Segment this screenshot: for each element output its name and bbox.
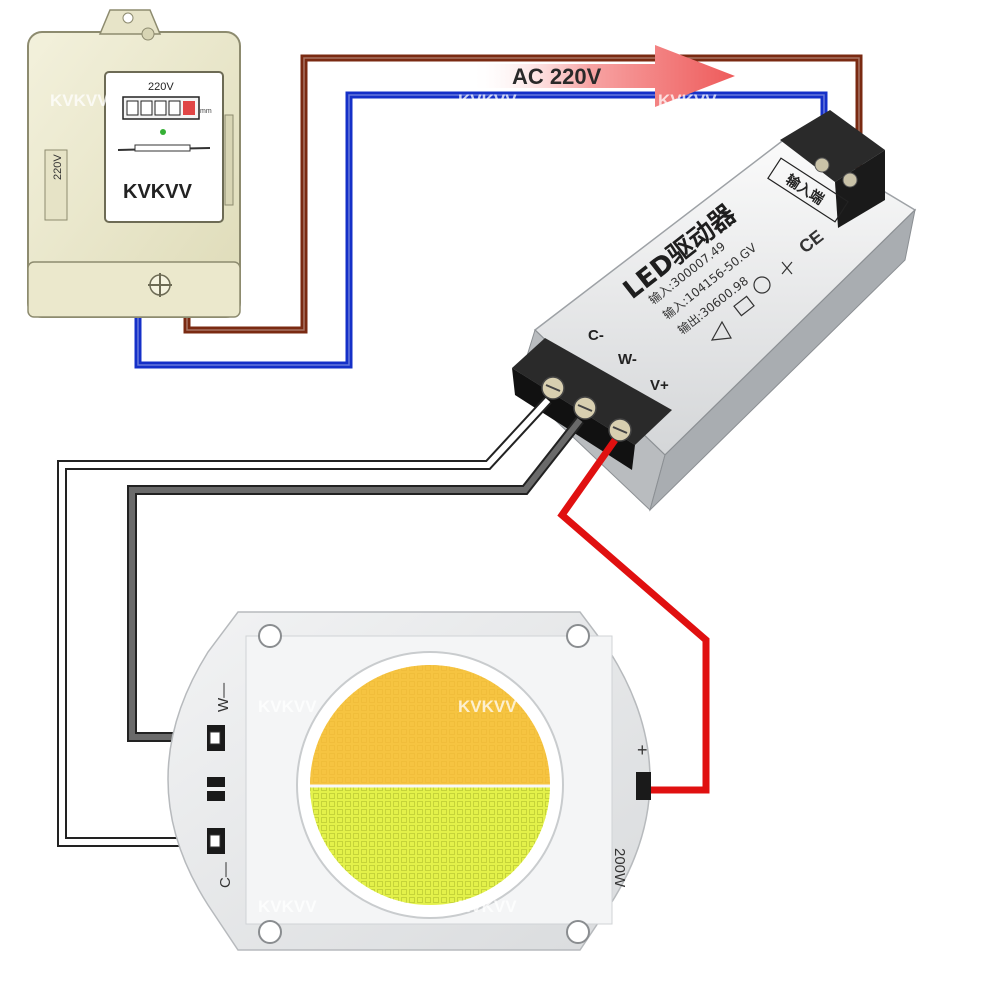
meter-voltage: 220V — [148, 81, 174, 93]
electric-meter: 220V 220V mm KVKVV — [27, 9, 241, 318]
watermark: KVKVV — [458, 697, 517, 716]
driver-terminal-v-label: V+ — [650, 377, 669, 394]
pad-positive — [636, 772, 651, 800]
ac-voltage-label: AC 220V — [512, 64, 602, 89]
mounting-holes — [258, 624, 590, 944]
chip-c-label: C— — [217, 862, 234, 888]
driver-output-terminal — [512, 338, 672, 470]
c-wire — [57, 396, 552, 847]
watermark: KVKVV — [258, 697, 317, 716]
watermark: KVKVV — [458, 493, 517, 512]
meter-brand: KVKVV — [123, 181, 193, 203]
cob-led-chip: W— C— + 200W — [167, 611, 651, 951]
driver-terminal-w-label: W- — [618, 351, 637, 368]
watermark: KVKVV — [50, 91, 109, 110]
watermarks: KVKVV KVKVV KVKVV KVKVV KVKVV KVKVV KVKV… — [50, 91, 717, 916]
positive-wire — [557, 437, 710, 794]
watermark: KVKVV — [658, 91, 717, 110]
watermark: KVKVV — [458, 91, 517, 110]
neutral-wire — [134, 91, 828, 369]
watermark: KVKVV — [458, 897, 517, 916]
watermark: KVKVV — [258, 897, 317, 916]
chip-w-label: W— — [215, 683, 232, 712]
meter-indicator-led — [160, 129, 166, 135]
driver-certification-icons — [710, 261, 793, 341]
chip-positive-label: + — [637, 740, 648, 760]
ac-direction-arrow: AC 220V — [470, 45, 735, 107]
led-driver: 输入端 LED驱动器 输入:300007.49 输入:104156-50.GV … — [512, 110, 917, 512]
chip-wattage: 200W — [611, 848, 628, 888]
driver-terminal-c-label: C- — [588, 327, 604, 344]
meter-unit: mm — [200, 108, 212, 115]
live-wire — [183, 54, 863, 334]
watermark: KVKVV — [258, 493, 317, 512]
driver-input-terminal — [780, 110, 885, 228]
w-wire — [127, 416, 584, 742]
meter-side-voltage: 220V — [52, 154, 64, 180]
